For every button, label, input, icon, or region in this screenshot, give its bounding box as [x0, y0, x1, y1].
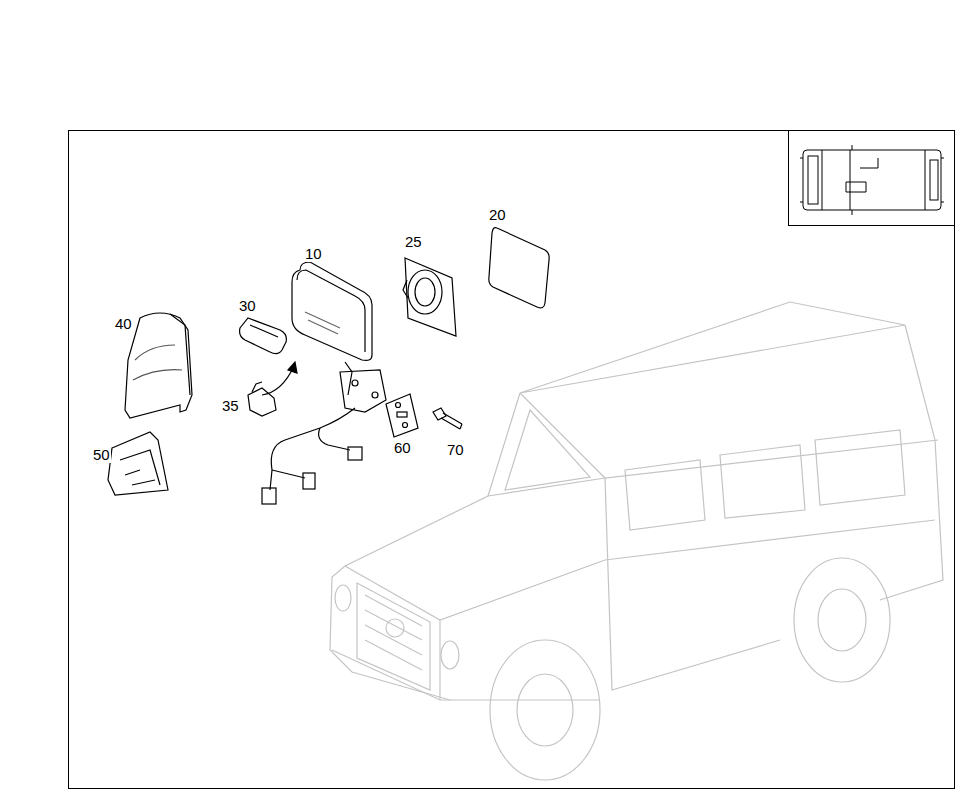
callout-number: 40	[114, 315, 133, 332]
callout-number: 50	[92, 446, 111, 463]
inset-view	[789, 131, 955, 226]
callout-number: 10	[304, 245, 323, 262]
callout-number: 20	[488, 206, 507, 223]
frame	[69, 131, 955, 789]
callout-number: 60	[393, 439, 412, 456]
callout-number: 35	[221, 397, 240, 414]
callout-number: 25	[404, 233, 423, 250]
callout-number: 30	[238, 297, 257, 314]
mirror-parts	[108, 228, 549, 504]
vehicle-outline	[330, 302, 943, 780]
callout-number: 70	[446, 441, 465, 458]
